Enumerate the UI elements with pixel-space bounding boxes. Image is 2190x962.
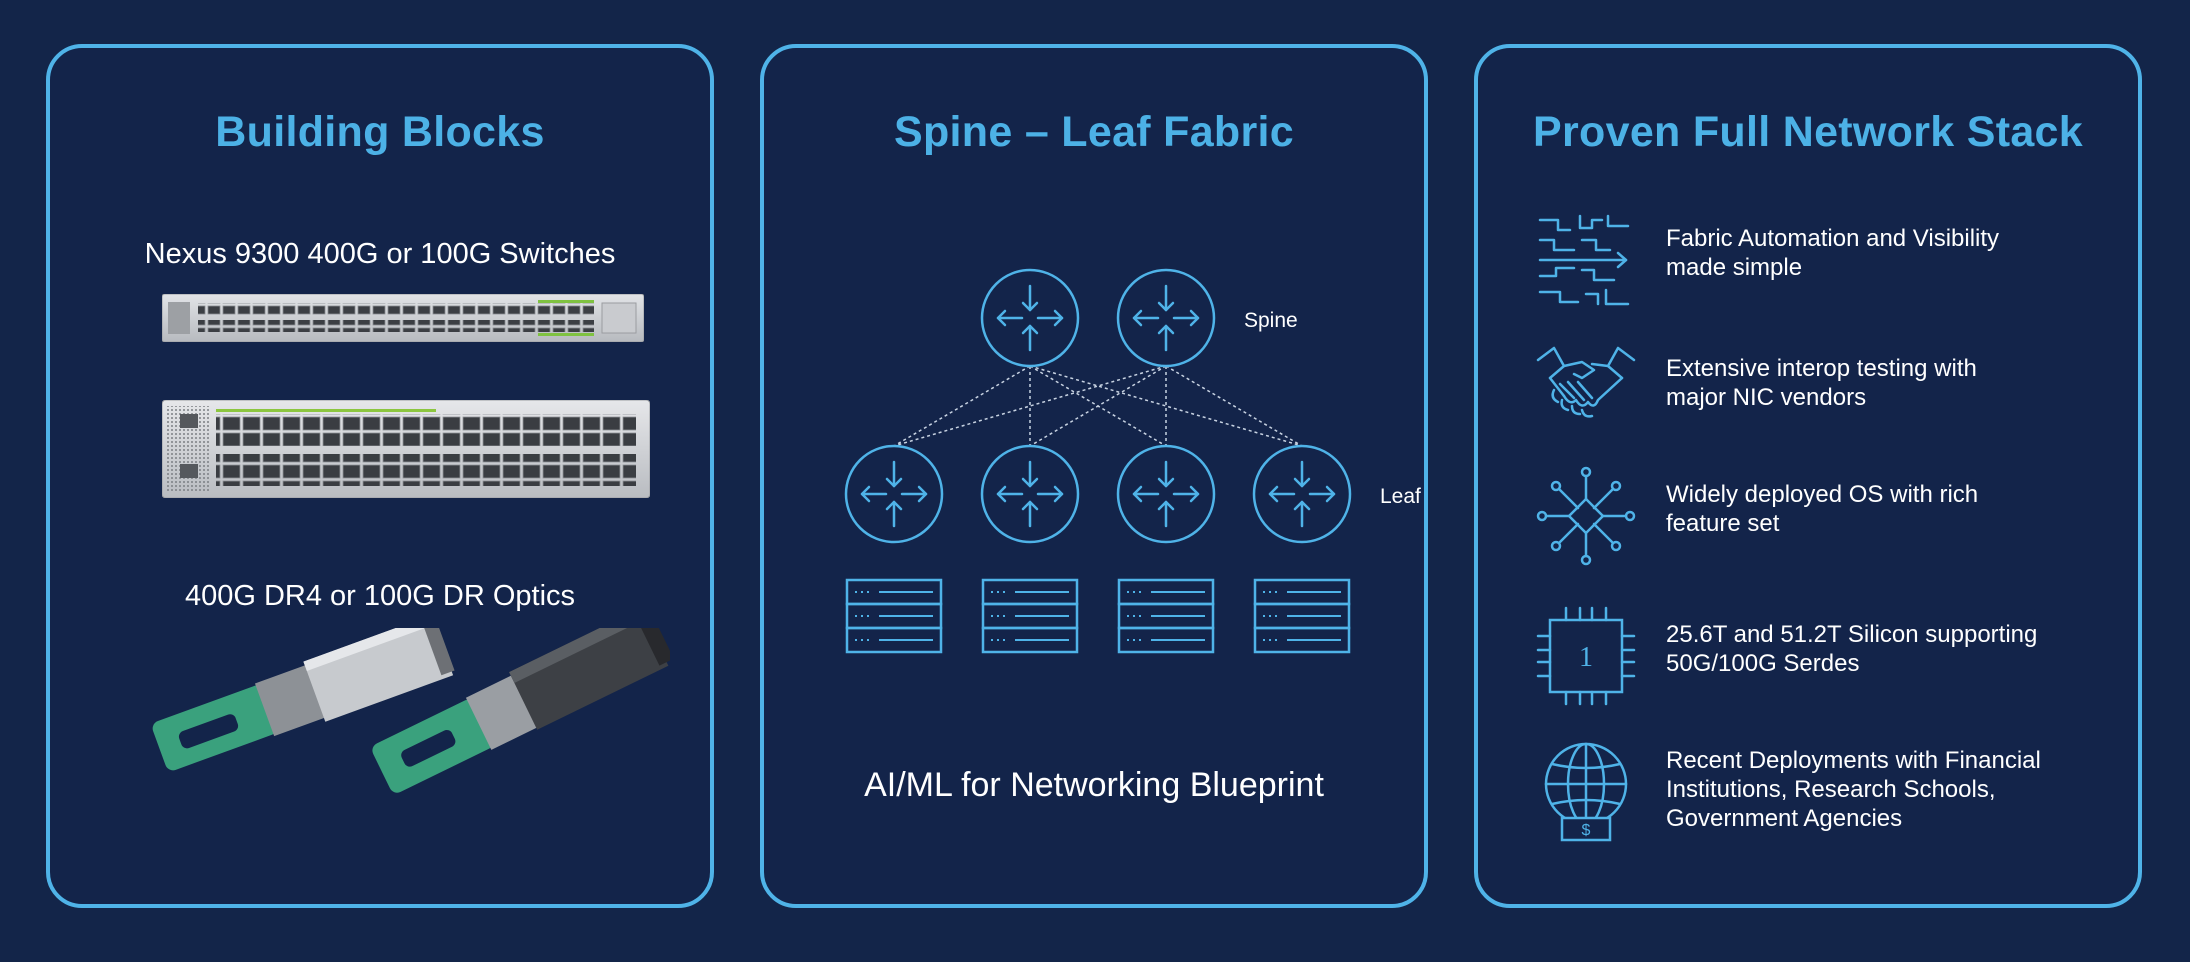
feature-text-line: Government Agencies [1666,805,1903,832]
server-rack-icon [845,578,943,654]
leaf-router-icon [980,444,1080,544]
feature-text-line: 50G/100G Serdes [1666,650,1860,677]
spine-router-icon [1116,268,1216,368]
feature-item: Fabric Automation and Visibility made si… [1536,210,2096,320]
nexus-1ru-switch-image [162,294,644,342]
leaf-router-icon [844,444,944,544]
spine-router-icon [980,268,1080,368]
spine-label: Spine [1244,309,1298,332]
feature-item: Extensive interop testing with major NIC… [1536,340,2096,450]
feature-text-line: feature set [1666,510,1780,537]
feature-text-line: made simple [1666,254,1803,281]
handshake-icon [1536,346,1636,418]
feature-text-line: major NIC vendors [1666,384,1867,411]
globe-money-icon: $ [1544,742,1628,842]
feature-text-line: Extensive interop testing with [1666,355,1977,382]
network-hub-icon [1536,466,1636,566]
blueprint-caption: AI/ML for Networking Blueprint [864,766,1324,804]
leaf-router-icon [1116,444,1216,544]
chip-icon: 1 [1536,606,1636,706]
fabric-links [893,365,1303,447]
spine-leaf-title: Spine – Leaf Fabric [894,108,1294,156]
leaf-label: Leaf [1380,485,1421,508]
switches-caption: Nexus 9300 400G or 100G Switches [144,238,616,270]
chip-digit: 1 [1579,642,1593,673]
building-blocks-title: Building Blocks [215,108,545,156]
optics-transceivers-image [152,628,670,793]
svg-text:$: $ [1582,822,1591,839]
server-rack-icon [981,578,1079,654]
network-stack-title: Proven Full Network Stack [1533,108,2083,156]
server-rack-icon [1253,578,1351,654]
circuit-arrows-icon [1538,214,1630,306]
feature-text-line: Recent Deployments with Financial [1666,747,2041,774]
spine-leaf-diagram: Spine Leaf [844,268,1421,654]
feature-text-line: Widely deployed OS with rich [1666,481,1979,508]
network-stack-panel: Proven Full Network Stack Fabric Automat… [1474,44,2142,908]
feature-text-line: Fabric Automation and Visibility [1666,225,2000,252]
feature-text-line: Institutions, Research Schools, [1666,776,1996,803]
leaf-router-icon [1252,444,1352,544]
building-blocks-panel: Building Blocks Nexus 9300 400G or 100G … [46,44,714,908]
optics-caption: 400G DR4 or 100G DR Optics [184,580,576,612]
nexus-2ru-switch-image [162,400,650,498]
feature-item: $ Recent Deployments with Financial Inst… [1536,742,2096,852]
feature-item: Widely deployed OS with rich feature set [1536,466,2096,576]
feature-text-line: 25.6T and 51.2T Silicon supporting [1666,621,2038,648]
server-rack-icon [1117,578,1215,654]
feature-item: 1 25.6T and 51.2T Silicon supporting 50G… [1536,606,2096,716]
spine-leaf-panel: Spine – Leaf Fabric [760,44,1428,908]
